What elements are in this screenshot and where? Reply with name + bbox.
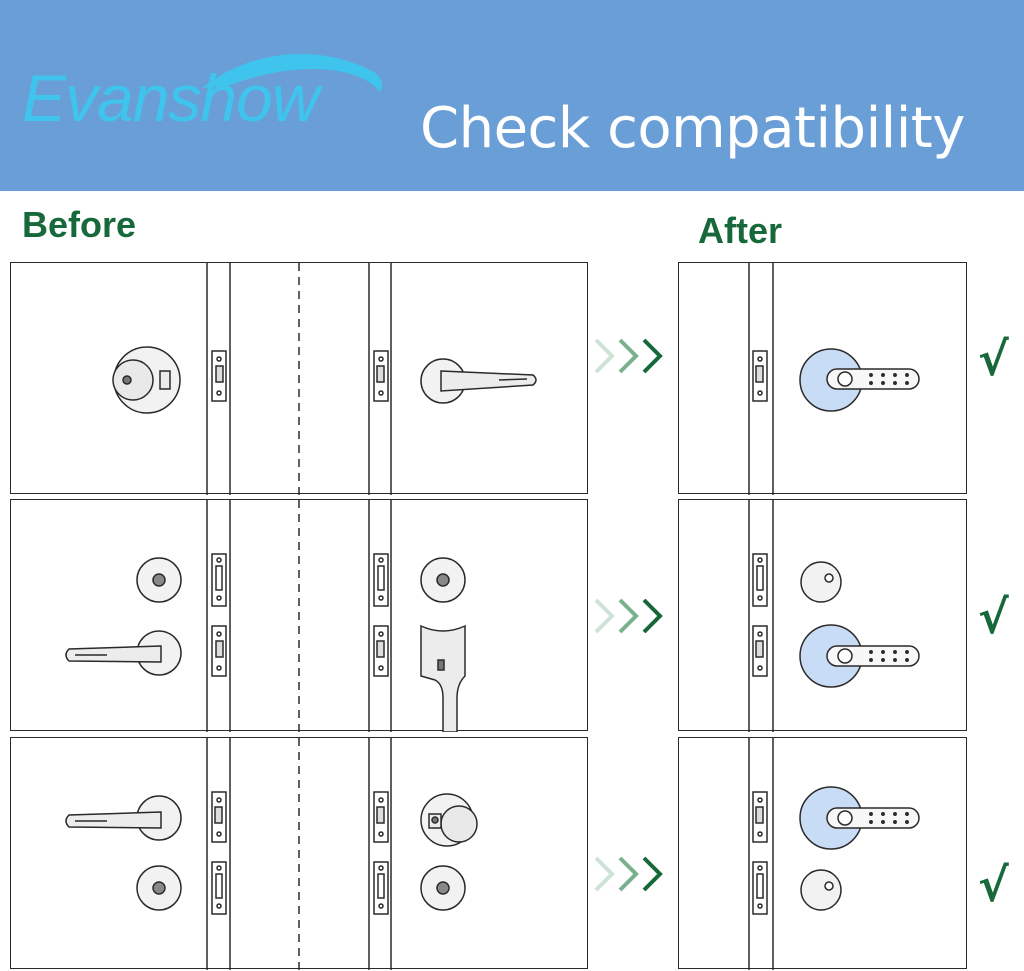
door-illustration-deadbolt-lever-handleset: [65, 500, 466, 732]
door-illustration-lever-knob-deadbolt: [65, 738, 478, 970]
check-mark-icon: √: [978, 858, 1009, 912]
triple-chevron-right-icon: [594, 598, 663, 634]
door-illustration-smart-lever: [748, 263, 920, 495]
check-mark-icon: √: [978, 332, 1009, 386]
check-mark-icon: √: [978, 590, 1009, 644]
before-panel-row3: [10, 737, 588, 970]
after-label: After: [698, 210, 783, 251]
before-panel-row2: [10, 499, 588, 732]
after-panel-row3: [678, 737, 967, 970]
door-illustration-smart-lever-deadbolt: [748, 738, 920, 970]
after-panel-row1: [678, 262, 967, 495]
door-illustration-knob-lever: [112, 263, 537, 495]
before-panel-row1: [10, 262, 588, 495]
logo-swoosh-icon: [202, 53, 382, 92]
brand-name: Evanshow: [22, 61, 320, 135]
page-title: Check compatibility: [420, 96, 965, 161]
brand-logo: Evanshow: [22, 48, 392, 138]
header-banner: Evanshow Check compatibility: [0, 0, 1024, 191]
after-panel-row2: [678, 499, 967, 732]
door-illustration-deadbolt-smart-lever: [748, 500, 920, 732]
triple-chevron-right-icon: [594, 856, 663, 892]
triple-chevron-right-icon: [594, 338, 663, 374]
before-label: Before: [22, 204, 137, 245]
